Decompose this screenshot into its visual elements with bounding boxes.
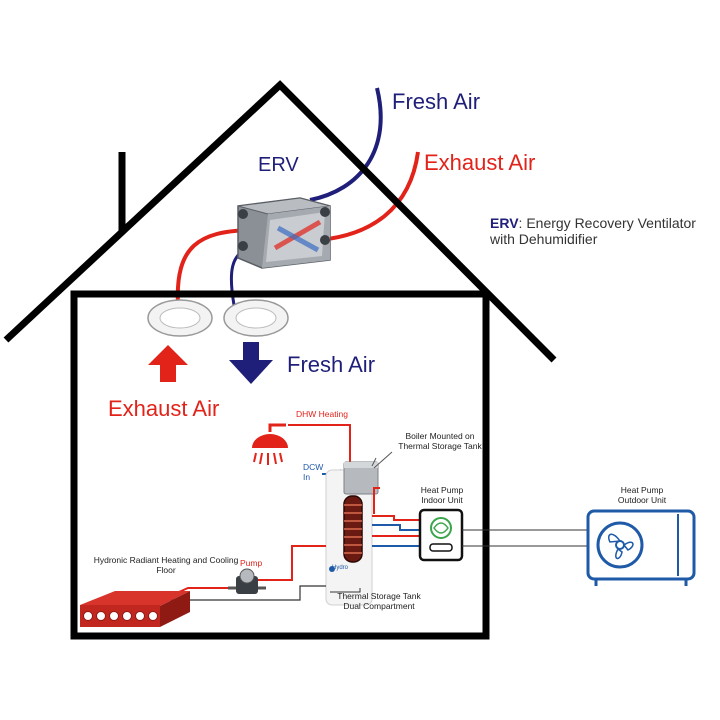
tank-heatpump-pipes: [372, 487, 420, 547]
radiant-floor: [80, 591, 190, 627]
pump-label: Pump: [240, 558, 263, 568]
erv-unit: [237, 197, 331, 269]
exhaust-air-duct-inside: [175, 228, 249, 306]
shower-icon: [252, 423, 288, 465]
boiler-callout-line: [373, 451, 393, 469]
exhaust-air-outside-label: Exhaust Air: [424, 150, 536, 175]
fresh-air-diffuser: [223, 299, 289, 337]
fresh-air-inside-label: Fresh Air: [287, 352, 376, 377]
erv-description: ERV: Energy Recovery Ventilator with Deh…: [490, 215, 710, 247]
boiler-label: Boiler Mounted on Thermal Storage Tank: [398, 431, 482, 451]
heat-pump-outdoor-unit: [586, 509, 696, 586]
pump-icon: [228, 568, 266, 594]
exhaust-up-arrow-icon: [148, 345, 188, 382]
erv-description-abbr: ERV: [490, 215, 519, 231]
boiler-unit: [343, 457, 379, 495]
fresh-down-arrow-icon: [229, 342, 273, 384]
exhaust-air-duct-outside: [319, 151, 420, 242]
floor-return-pipe: [170, 585, 326, 601]
thermal-storage-tank: [325, 469, 373, 606]
dhw-heating-label: DHW Heating: [296, 409, 348, 419]
hydronic-floor-label: Hydronic Radiant Heating and Cooling Flo…: [93, 555, 239, 575]
tank-label: Thermal Storage Tank Dual Compartment: [337, 591, 421, 611]
dcw-in-label: DCW In: [303, 462, 324, 482]
exhaust-diffuser: [147, 299, 213, 337]
house-outline: [3, 80, 557, 640]
dhw-pipe: [288, 424, 351, 470]
exhaust-air-inside-label: Exhaust Air: [108, 396, 220, 421]
tank-brand-label: Hydro: [332, 565, 349, 571]
tank-callout-line: [330, 588, 361, 593]
fresh-air-duct-outside: [309, 87, 383, 202]
hp-indoor-label: Heat Pump Indoor Unit: [420, 485, 464, 505]
hp-outdoor-label: Heat Pump Outdoor Unit: [617, 485, 667, 505]
floor-supply-pipe: [256, 545, 326, 581]
refrigerant-lines: [462, 529, 588, 547]
erv-title: ERV: [258, 154, 299, 176]
fresh-air-outside-label: Fresh Air: [392, 89, 481, 114]
heat-pump-indoor-unit: [418, 508, 464, 562]
erv-description-text: : Energy Recovery Ventilator with Dehumi…: [490, 215, 696, 248]
